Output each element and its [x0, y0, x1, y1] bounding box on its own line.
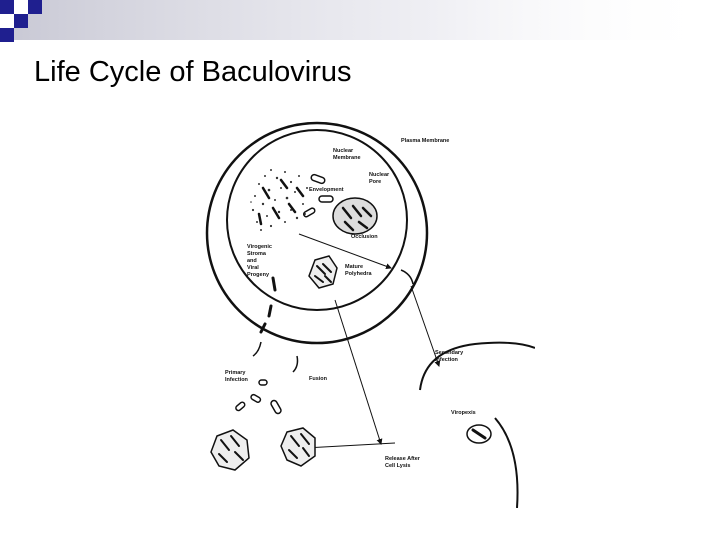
- baculovirus-life-cycle-diagram: Plasma Membrane Nuclear Membrane Nuclear…: [205, 121, 535, 508]
- label-mature-1: Mature: [345, 264, 363, 270]
- label-primary-2: Infection: [225, 377, 249, 383]
- corner-decoration: [0, 0, 720, 42]
- label-release-2: Cell Lysis: [385, 463, 410, 469]
- label-virogenic-3: and: [247, 258, 257, 264]
- mature-polyhedra: [308, 255, 338, 289]
- label-secondary-1: Secondary: [435, 350, 464, 356]
- envelopment-virions: [302, 173, 334, 218]
- secondary-cell: [419, 341, 535, 391]
- label-virogenic-5: Progeny: [247, 272, 270, 278]
- label-secondary-2: Infection: [435, 357, 459, 363]
- label-virogenic-2: Stroma: [247, 251, 267, 257]
- label-nuclear-pore-1: Nuclear: [369, 172, 390, 178]
- label-nuclear-pore-2: Pore: [369, 179, 381, 185]
- label-virogenic-1: Virogenic: [247, 244, 272, 250]
- label-mature-2: Polyhedra: [345, 271, 373, 277]
- nucleus: [226, 129, 408, 311]
- label-envelopment: Envelopment: [309, 187, 344, 193]
- label-viropexis: Viropexis: [451, 410, 476, 416]
- label-fusion: Fusion: [309, 376, 328, 382]
- label-virogenic-4: Viral: [247, 265, 259, 271]
- label-nuclear-membrane-1: Nuclear: [333, 148, 354, 154]
- viral-rods: [257, 178, 305, 226]
- slide-title: Life Cycle of Baculovirus: [34, 56, 352, 88]
- virogenic-stroma: [250, 169, 308, 231]
- label-plasma-membrane: Plasma Membrane: [401, 138, 449, 144]
- label-occlusion: Occlusion: [351, 234, 378, 240]
- occlusion-body: [332, 197, 378, 235]
- label-primary-1: Primary: [225, 370, 246, 376]
- budding-virions: [252, 269, 414, 373]
- label-nuclear-membrane-2: Membrane: [333, 155, 361, 161]
- primary-infection-virions: [235, 379, 282, 415]
- viropexis-vesicle: [466, 424, 492, 444]
- released-polyhedra: [210, 427, 316, 471]
- host-cell: [205, 121, 429, 345]
- label-release-1: Release After: [385, 456, 421, 462]
